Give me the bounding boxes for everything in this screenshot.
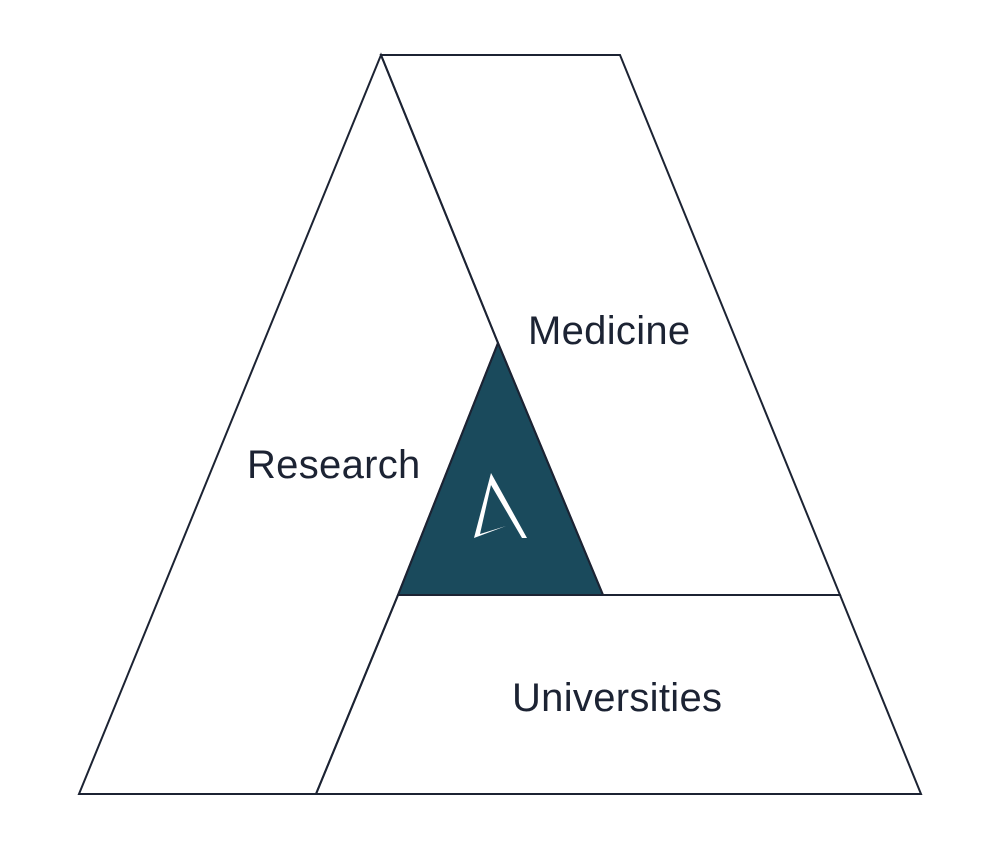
label-research: Research [247,443,421,487]
label-universities: Universities [512,676,723,720]
center-triangle [396,340,605,596]
label-medicine: Medicine [528,309,691,353]
universities-segment[interactable] [314,594,923,795]
a-logo-icon [474,473,527,538]
research-segment[interactable] [77,52,500,795]
